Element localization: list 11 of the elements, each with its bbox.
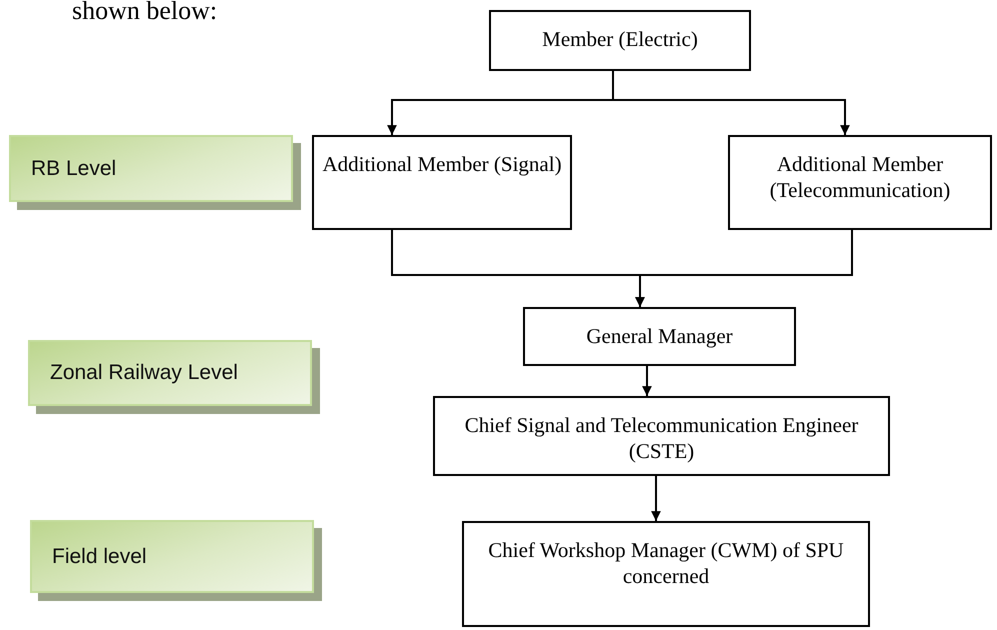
role-box: Additional Member (Telecommunication) [728, 135, 992, 230]
role-box: Additional Member (Signal) [312, 135, 572, 230]
connector-arrow [651, 476, 661, 521]
connector-arrow [635, 230, 853, 307]
role-box: Chief Signal and Telecommunication Engineer (CSTE) [433, 396, 890, 476]
role-box: General Manager [523, 307, 796, 366]
role-box: Chief Workshop Manager (CWM) of SPU concerned [462, 521, 870, 627]
connector-arrow [612, 71, 850, 135]
intro-text: shown below: [72, 0, 218, 26]
role-box: Member (Electric) [489, 10, 751, 71]
connector-arrow [642, 366, 652, 396]
